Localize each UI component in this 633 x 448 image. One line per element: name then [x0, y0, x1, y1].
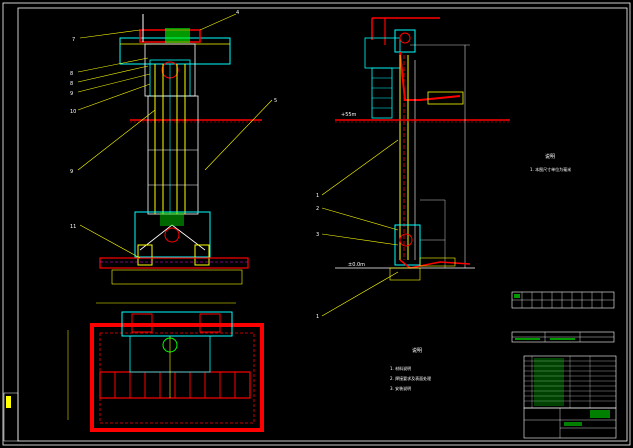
callout-front-5: 10 — [70, 109, 76, 115]
callout-front-6: 9 — [70, 169, 73, 175]
side-callouts — [321, 139, 399, 317]
callout-front-7: 11 — [70, 224, 76, 230]
parameter-table — [511, 291, 615, 309]
elevation-bottom-label: ±0.0m — [348, 262, 365, 268]
callout-side-2: 2 — [316, 206, 319, 212]
side-view — [335, 17, 510, 281]
margin-mark — [6, 396, 11, 408]
motor-table — [511, 331, 615, 343]
callout-front-10: 5 — [274, 98, 277, 104]
notes-right-title: 说明 — [545, 153, 555, 160]
plan-view — [67, 302, 264, 432]
callout-front-9: 4 — [236, 10, 239, 16]
notes-center-line-3: 3. 安装说明 — [390, 385, 411, 391]
notes-center-line-2: 2. 焊接要求及表面处理 — [390, 375, 431, 381]
front-callouts — [77, 13, 273, 259]
notes-right-line: 1. 本图尺寸单位为毫米 — [530, 166, 571, 172]
callout-side-4: 1 — [316, 314, 319, 320]
title-block — [523, 407, 617, 439]
front-view — [99, 14, 262, 285]
notes-center-line-1: 1. 材料说明 — [390, 365, 411, 371]
inner-frame — [17, 7, 628, 442]
binding-margin-box — [3, 392, 19, 442]
elevation-top-label: +55m — [341, 112, 357, 118]
callout-front-2: 8 — [70, 71, 73, 77]
parts-list-table — [523, 355, 617, 409]
callout-front-4: 9 — [70, 91, 73, 97]
callout-side-3: 3 — [316, 232, 319, 238]
callout-front-3: 8 — [70, 81, 73, 87]
callout-side-1: 1 — [316, 193, 319, 199]
notes-center-title: 说明 — [412, 347, 422, 354]
callout-front-1: 7 — [72, 37, 75, 43]
